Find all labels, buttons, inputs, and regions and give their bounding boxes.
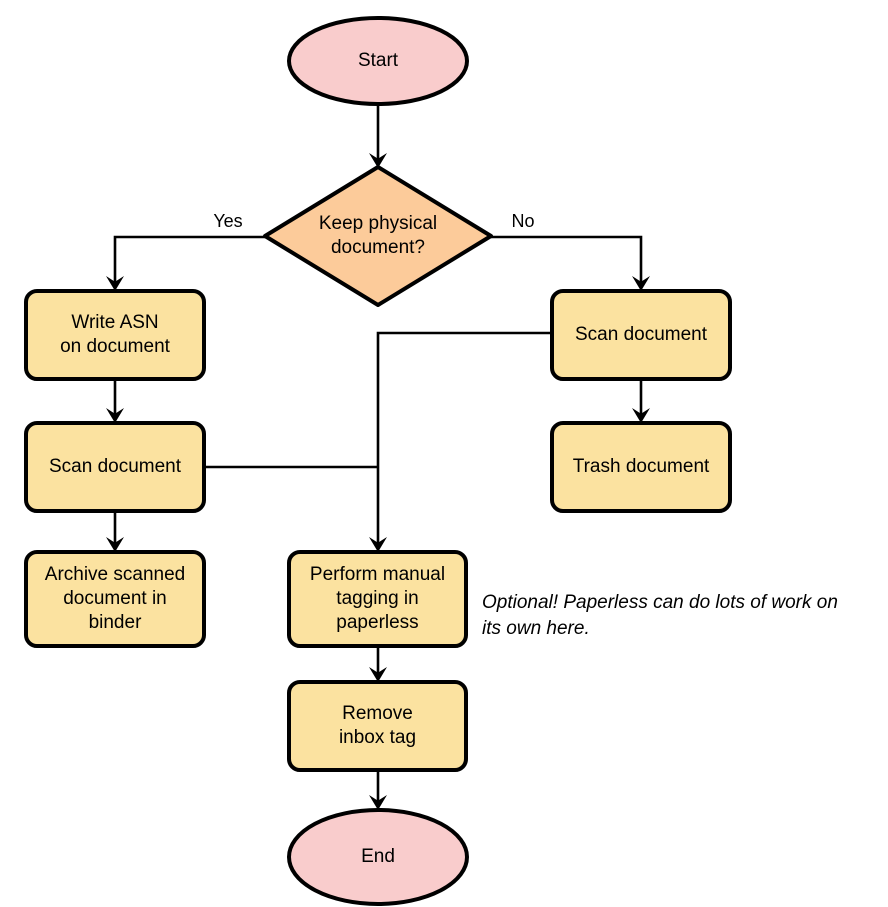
node-label-line: Write ASN bbox=[71, 312, 158, 333]
decision-shape bbox=[263, 165, 493, 307]
process-shape bbox=[24, 550, 206, 648]
node-label-line: on document bbox=[60, 336, 171, 357]
arrowhead-icon bbox=[106, 276, 124, 291]
annotations-layer: Optional! Paperless can do lots of work … bbox=[482, 592, 838, 639]
arrowhead-icon bbox=[369, 537, 387, 552]
edge-manual-tagging-to-remove-inbox bbox=[369, 646, 387, 682]
arrowhead-icon bbox=[632, 408, 650, 423]
node-label-line: document? bbox=[331, 237, 425, 258]
process-shape bbox=[24, 289, 206, 381]
arrowhead-icon bbox=[106, 408, 124, 423]
edge-decision-no-to-scan-right: No bbox=[491, 211, 650, 291]
process-shape bbox=[550, 421, 732, 513]
arrowhead-icon bbox=[369, 795, 387, 810]
node-manual-tagging[interactable]: Perform manual tagging in paperless bbox=[287, 550, 468, 648]
terminator-shape bbox=[287, 16, 469, 106]
node-end[interactable]: End bbox=[287, 808, 469, 906]
node-label-line: Scan document bbox=[49, 456, 182, 477]
arrowhead-icon bbox=[369, 153, 387, 168]
arrowhead-icon bbox=[632, 276, 650, 291]
terminator-shape bbox=[287, 808, 469, 906]
edge-label-no: No bbox=[511, 211, 534, 231]
annotation-line: Optional! Paperless can do lots of work … bbox=[482, 592, 838, 613]
node-write-asn[interactable]: Write ASN on document bbox=[24, 289, 206, 381]
node-label-line: Remove bbox=[342, 703, 413, 724]
node-label-line: tagging in bbox=[336, 588, 418, 609]
arrowhead-icon bbox=[106, 537, 124, 552]
edge-label-yes: Yes bbox=[213, 211, 242, 231]
node-label-line: binder bbox=[89, 612, 142, 633]
node-label-line: document in bbox=[63, 588, 167, 609]
node-label-line: inbox tag bbox=[339, 727, 416, 748]
node-label-line: Trash document bbox=[573, 456, 710, 477]
node-label-line: Archive scanned bbox=[45, 564, 185, 585]
node-label-line: Scan document bbox=[575, 324, 708, 345]
edge-scan-left-to-archive bbox=[106, 511, 124, 552]
process-shape bbox=[550, 289, 732, 381]
edge-path bbox=[376, 331, 552, 545]
edge-path bbox=[113, 235, 265, 284]
edge-remove-inbox-to-end bbox=[369, 770, 387, 810]
node-trash-document[interactable]: Trash document bbox=[550, 421, 732, 513]
process-shape bbox=[287, 550, 468, 648]
edge-start-to-decision bbox=[369, 104, 387, 168]
node-start[interactable]: Start bbox=[287, 16, 469, 106]
process-shape bbox=[24, 421, 206, 513]
node-keep-physical[interactable]: Keep physical document? bbox=[263, 165, 493, 307]
edge-scan-right-to-manual-tagging bbox=[369, 331, 552, 552]
node-remove-inbox-tag[interactable]: Remove inbox tag bbox=[287, 680, 468, 772]
edge-write-asn-to-scan-left bbox=[106, 379, 124, 423]
annotation-line: its own here. bbox=[482, 618, 590, 639]
node-label-line: Start bbox=[358, 50, 399, 71]
edge-decision-yes-to-write-asn: Yes bbox=[106, 211, 265, 291]
edge-path bbox=[491, 235, 643, 284]
node-archive-binder[interactable]: Archive scanned document in binder bbox=[24, 550, 206, 648]
node-label-line: End bbox=[361, 846, 395, 867]
node-label-line: paperless bbox=[336, 612, 418, 633]
node-scan-document-left[interactable]: Scan document bbox=[24, 421, 206, 513]
edges-layer: Yes No bbox=[106, 104, 650, 810]
process-shape bbox=[287, 680, 468, 772]
edge-scan-right-to-trash bbox=[632, 379, 650, 423]
node-scan-document-right[interactable]: Scan document bbox=[550, 289, 732, 381]
node-label-line: Keep physical bbox=[319, 213, 437, 234]
node-label-line: Perform manual bbox=[310, 564, 445, 585]
annotation-optional-note: Optional! Paperless can do lots of work … bbox=[482, 592, 838, 639]
arrowhead-icon bbox=[369, 667, 387, 682]
